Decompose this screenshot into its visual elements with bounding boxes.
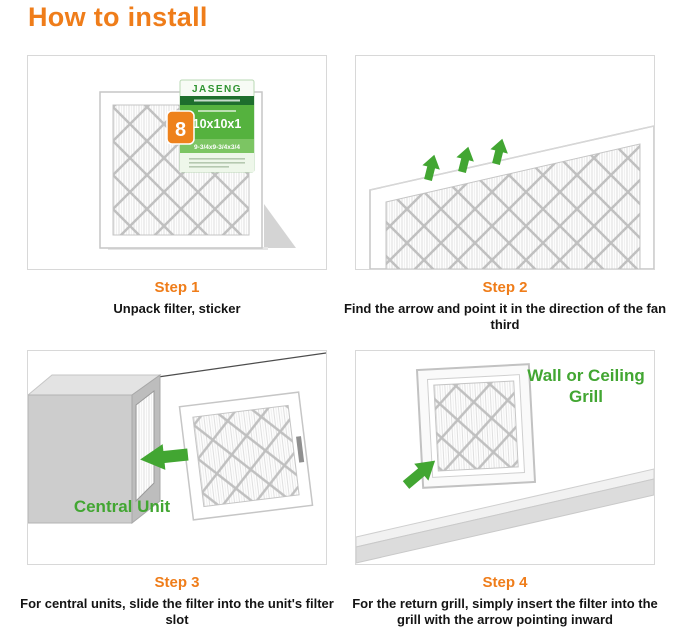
insert-arrow-icon xyxy=(402,460,436,489)
air-filter-sliding xyxy=(178,391,314,521)
airflow-arrow-icon xyxy=(456,146,474,173)
step1-caption: Unpack filter, sticker xyxy=(113,301,241,316)
step3-illustration xyxy=(28,352,326,525)
sticker-brand: JASENG xyxy=(192,84,242,95)
step3-label: Step 3 xyxy=(154,574,200,591)
sticker-actual-area xyxy=(180,139,254,153)
step1-illustration: JASENG 10x10x1 9-3/4x9-3/4x3/4 8 xyxy=(99,79,296,250)
filter-edge-label xyxy=(296,436,305,463)
ceiling-plank xyxy=(356,468,654,564)
air-filter-tilted xyxy=(369,125,654,269)
insert-arrow-icon xyxy=(140,444,189,470)
step4-label: Step 4 xyxy=(482,574,528,591)
central-unit-label: Central Unit xyxy=(73,497,171,516)
sticker-size: 10x10x1 xyxy=(193,117,242,131)
page-title: How to install xyxy=(28,2,208,32)
central-unit-box xyxy=(28,374,162,525)
filter-slot xyxy=(135,389,155,503)
step4-panel: Wall or Ceiling Grill xyxy=(355,350,655,565)
sticker-actual-size: 9-3/4x9-3/4x3/4 xyxy=(194,144,240,151)
wall-line xyxy=(157,352,326,378)
airflow-arrow-icon xyxy=(422,154,440,181)
filter-sticker: JASENG 10x10x1 9-3/4x9-3/4x3/4 8 xyxy=(166,79,255,173)
airflow-arrows xyxy=(422,138,508,181)
step4-caption: For the return grill, simply insert the … xyxy=(352,596,658,627)
pack-badge-number: 8 xyxy=(175,119,186,141)
step2-illustration xyxy=(369,125,654,269)
step2-caption: Find the arrow and point it in the direc… xyxy=(343,301,667,332)
grill-frame xyxy=(415,363,537,489)
grill-label: Wall or Ceiling Grill xyxy=(527,366,645,406)
step4-illustration xyxy=(356,363,654,564)
step1-label: Step 1 xyxy=(154,279,200,296)
pack-badge: 8 xyxy=(166,110,195,145)
filter-shadow xyxy=(264,204,296,248)
step3-panel: Central Unit xyxy=(27,350,327,565)
step2-panel xyxy=(355,55,655,270)
step1-panel: JASENG 10x10x1 9-3/4x9-3/4x3/4 8 xyxy=(27,55,327,270)
step3-caption: For central units, slide the filter into… xyxy=(20,596,334,627)
step2-label: Step 2 xyxy=(482,279,528,296)
airflow-arrow-icon xyxy=(490,138,508,165)
